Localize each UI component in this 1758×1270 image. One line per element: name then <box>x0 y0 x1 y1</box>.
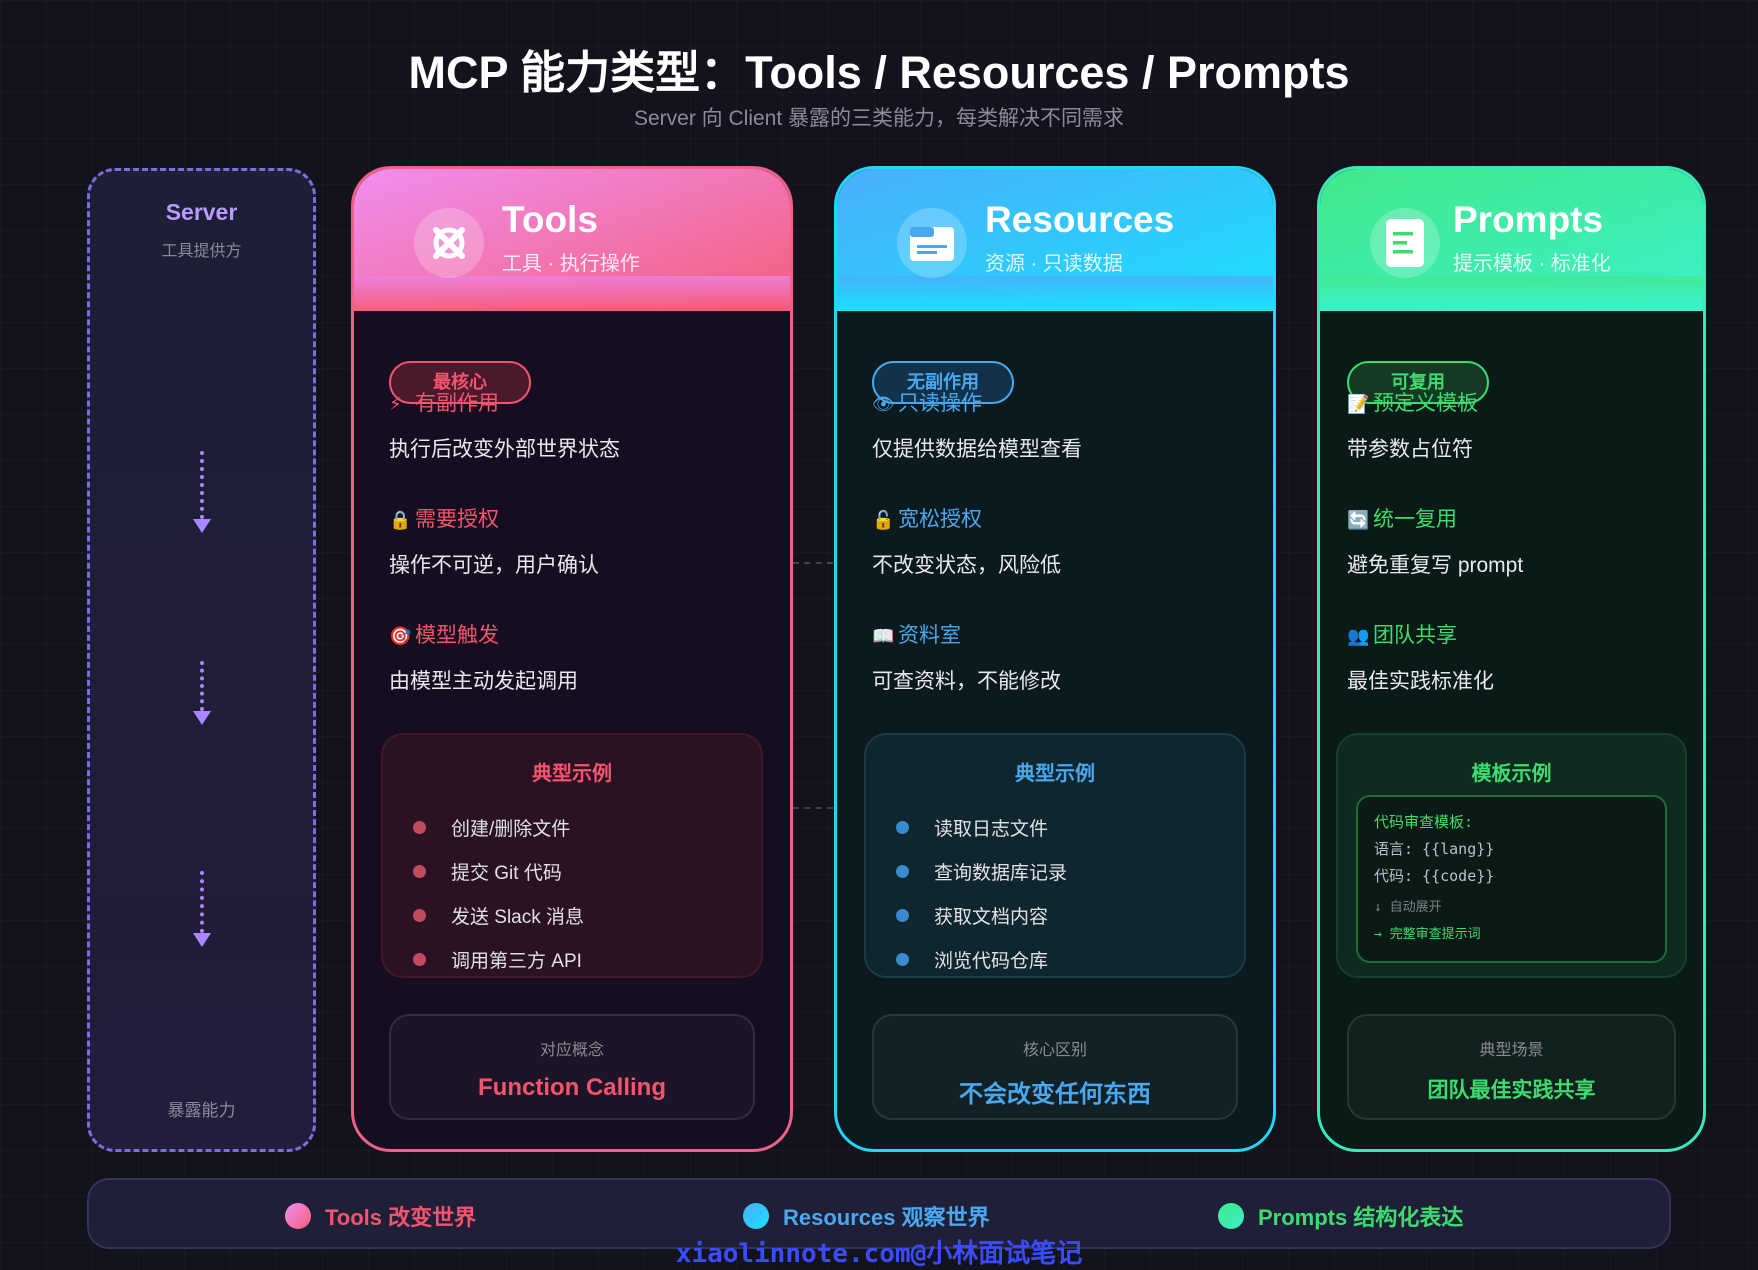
feature-desc: 不改变状态，风险低 <box>872 554 1061 577</box>
concept-label: 典型场景 <box>1479 1042 1544 1059</box>
list-item: 提交 Git 代码 <box>413 849 584 893</box>
list-item: 调用第三方 API <box>413 937 584 981</box>
feature-title: 只读操作 <box>898 392 982 415</box>
examples-title: 典型示例 <box>1015 763 1095 785</box>
list-item: 读取日志文件 <box>896 805 1067 849</box>
legend-item-tools: Tools 改变世界 <box>285 1200 476 1232</box>
list-item: 创建/删除文件 <box>413 805 584 849</box>
concept-value: 不会改变任何东西 <box>959 1081 1151 1108</box>
badge: 可复用 <box>1347 361 1489 404</box>
target-icon: 🎯 <box>389 626 412 646</box>
feature-title: 统一复用 <box>1373 508 1457 531</box>
template-code: 代码审查模板: 语言: {{lang}} 代码: {{code}} ↓ 自动展开… <box>1356 795 1667 963</box>
feature-desc: 可查资料，不能修改 <box>872 670 1061 693</box>
arrow-down-icon <box>193 451 211 533</box>
users-icon: 👥 <box>1347 626 1370 646</box>
feature-title: 预定义模板 <box>1373 392 1478 415</box>
server-subtitle: 工具提供方 <box>161 243 242 260</box>
feature-desc: 最佳实践标准化 <box>1347 670 1494 693</box>
template-line: 语言: {{lang}} <box>1374 840 1495 858</box>
list-item: 查询数据库记录 <box>896 849 1067 893</box>
list-item: 浏览代码仓库 <box>896 937 1067 981</box>
server-bottom-label: 暴露能力 <box>167 1101 236 1120</box>
connector-line <box>793 807 833 809</box>
feature-title: 团队共享 <box>1373 624 1457 647</box>
lightning-icon: ⚡ <box>389 394 402 414</box>
badge: 无副作用 <box>872 361 1014 404</box>
dot-icon <box>1218 1203 1244 1229</box>
feature-title: 资料室 <box>898 624 961 647</box>
tools-card: Tools 工具 · 执行操作 最核心 ⚡ 有副作用执行后改变外部世界状态 🔒需要… <box>351 166 793 1152</box>
window-icon <box>897 208 967 278</box>
book-icon: 📖 <box>872 626 895 646</box>
lock-icon: 🔒 <box>389 510 412 530</box>
template-step: ↓ 自动展开 <box>1374 900 1442 915</box>
page-subtitle: Server 向 Client 暴露的三类能力，每类解决不同需求 <box>633 107 1125 130</box>
arrow-down-icon <box>193 871 211 947</box>
card-subtitle: 提示模板 · 标准化 <box>1453 253 1611 275</box>
card-title: Resources <box>985 199 1175 240</box>
connector-line <box>793 562 833 564</box>
card-title: Tools <box>502 199 598 240</box>
unlock-icon: 🔓 <box>872 510 895 530</box>
refresh-icon: 🔄 <box>1347 510 1370 530</box>
watermark: xiaolinnote.com@小林面试笔记 <box>675 1239 1083 1269</box>
examples-box: 典型示例 读取日志文件 查询数据库记录 获取文档内容 浏览代码仓库 <box>864 733 1246 978</box>
concept-label: 对应概念 <box>539 1042 604 1059</box>
page-title: MCP 能力类型：Tools / Resources / Prompts <box>408 47 1350 98</box>
concept-box: 典型场景 团队最佳实践共享 <box>1347 1014 1676 1120</box>
concept-value: Function Calling <box>478 1074 666 1101</box>
feature-desc: 仅提供数据给模型查看 <box>872 438 1082 461</box>
feature-desc: 操作不可逆，用户确认 <box>389 554 599 577</box>
eye-icon: 👁 <box>872 394 895 414</box>
feature-title: 模型触发 <box>415 624 499 647</box>
prompts-card: Prompts 提示模板 · 标准化 可复用 📝预定义模板带参数占位符 🔄统一复… <box>1317 166 1706 1152</box>
tools-icon <box>414 208 484 278</box>
feature-title: 需要授权 <box>415 508 499 531</box>
arrow-down-icon <box>193 661 211 725</box>
card-subtitle: 资源 · 只读数据 <box>985 253 1123 275</box>
template-heading: 代码审查模板: <box>1374 813 1474 831</box>
document-icon <box>1370 208 1440 278</box>
dot-icon <box>285 1203 311 1229</box>
feature-desc: 执行后改变外部世界状态 <box>389 438 620 461</box>
concept-label: 核心区别 <box>1022 1042 1087 1059</box>
examples-box: 典型示例 创建/删除文件 提交 Git 代码 发送 Slack 消息 调用第三方… <box>381 733 763 978</box>
feature-desc: 带参数占位符 <box>1347 438 1473 461</box>
template-box: 模板示例 代码审查模板: 语言: {{lang}} 代码: {{code}} ↓… <box>1336 733 1687 978</box>
legend-item-resources: Resources 观察世界 <box>743 1200 990 1232</box>
concept-box: 核心区别 不会改变任何东西 <box>872 1014 1238 1120</box>
feature-title: 宽松授权 <box>898 508 982 531</box>
list-item: 发送 Slack 消息 <box>413 893 584 937</box>
server-title: Server <box>165 199 238 225</box>
card-title: Prompts <box>1453 199 1604 240</box>
list-item: 获取文档内容 <box>896 893 1067 937</box>
server-column: Server 工具提供方 暴露能力 <box>87 168 316 1152</box>
concept-box: 对应概念 Function Calling <box>389 1014 755 1120</box>
examples-title: 典型示例 <box>532 763 612 785</box>
resources-card: Resources 资源 · 只读数据 无副作用 👁只读操作仅提供数据给模型查看… <box>834 166 1276 1152</box>
legend-bar: Tools 改变世界 Resources 观察世界 Prompts 结构化表达 <box>87 1178 1671 1249</box>
memo-icon: 📝 <box>1347 394 1370 414</box>
examples-title: 模板示例 <box>1471 763 1552 785</box>
feature-title: 有副作用 <box>415 392 499 415</box>
template-step: → 完整审查提示词 <box>1374 927 1481 942</box>
feature-desc: 避免重复写 prompt <box>1347 554 1524 577</box>
feature-desc: 由模型主动发起调用 <box>389 670 578 693</box>
dot-icon <box>743 1203 769 1229</box>
template-line: 代码: {{code}} <box>1374 867 1495 885</box>
card-subtitle: 工具 · 执行操作 <box>502 253 640 275</box>
legend-item-prompts: Prompts 结构化表达 <box>1218 1200 1463 1232</box>
concept-value: 团队最佳实践共享 <box>1427 1079 1596 1102</box>
badge: 最核心 <box>389 361 531 404</box>
